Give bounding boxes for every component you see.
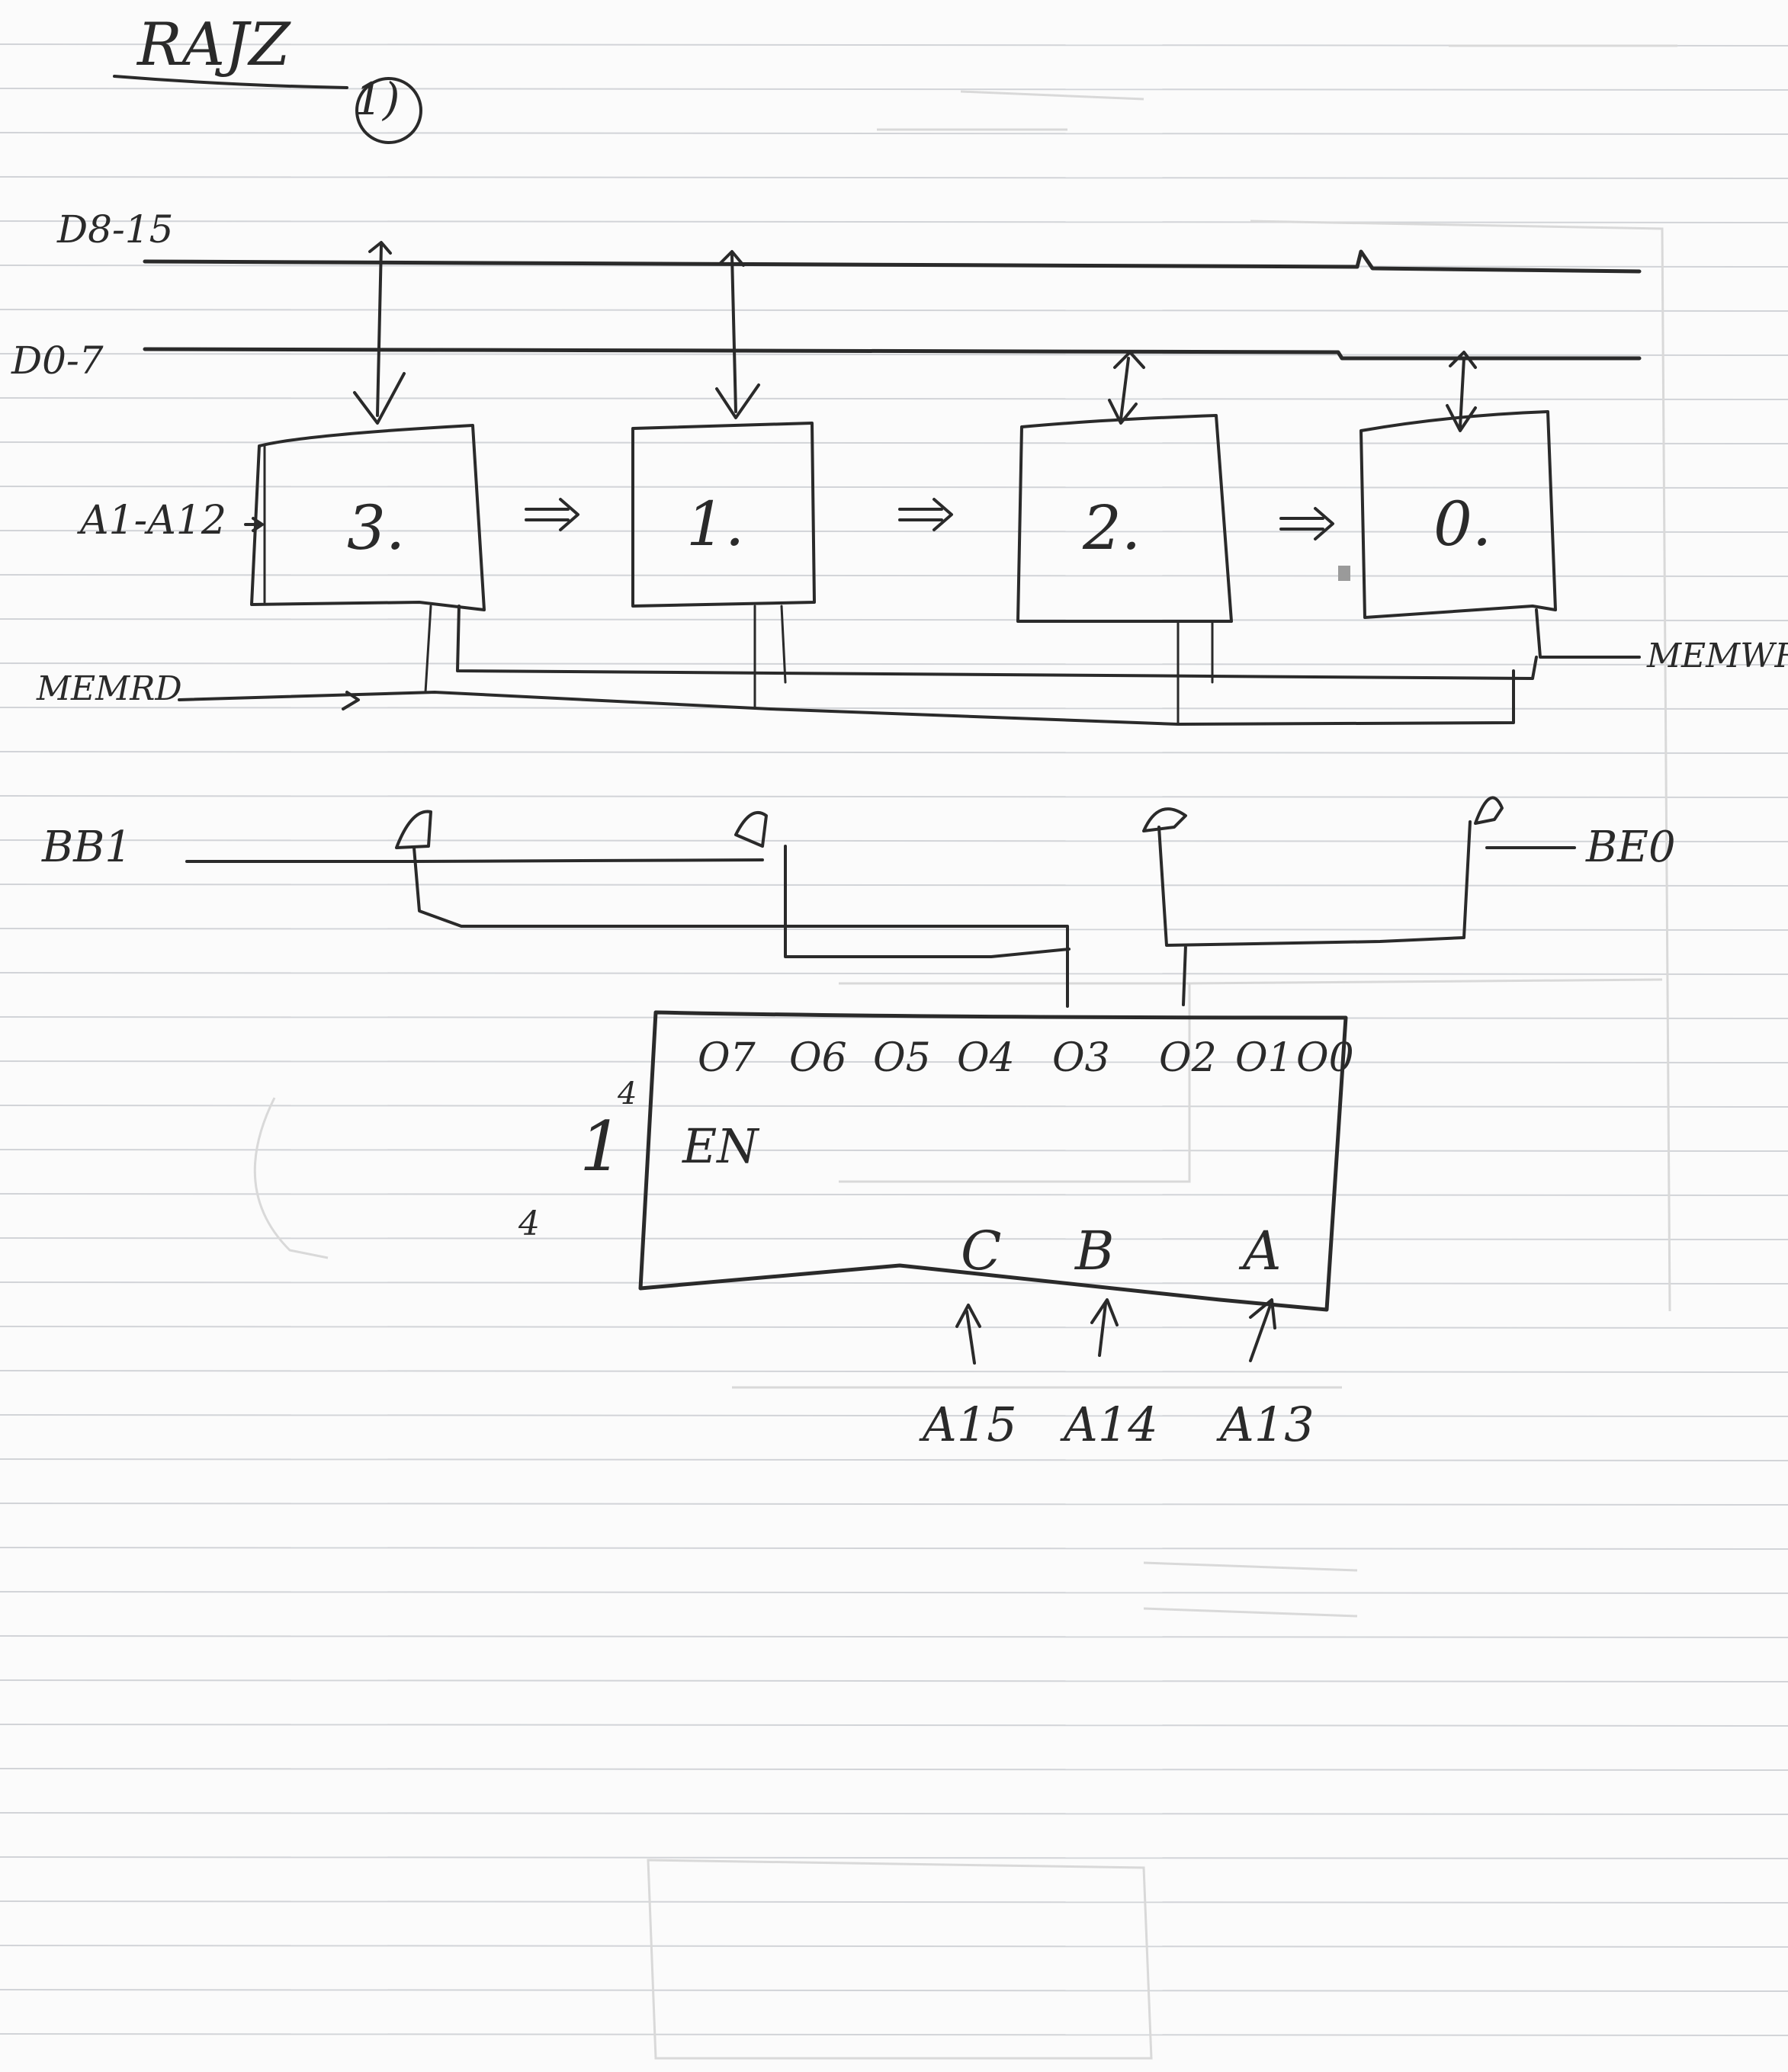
ruled-line (0, 530, 1788, 533)
memory-chip-1 (631, 422, 816, 608)
decoder-input-a: A (1238, 1220, 1282, 1282)
ruled-line (0, 132, 1788, 135)
ruled-line (0, 751, 1788, 754)
ruled-line (0, 353, 1788, 356)
decoder-output-o4: O4 (957, 1035, 1015, 1081)
ruled-line (0, 1458, 1788, 1461)
ruled-line (0, 1724, 1788, 1727)
ruled-line (0, 795, 1788, 798)
decoder-output-o1: O1 (1235, 1035, 1293, 1081)
ruled-line (0, 1635, 1788, 1638)
ruled-line (0, 1370, 1788, 1373)
data-bus-low (143, 347, 1642, 361)
ruled-line (0, 1856, 1788, 1859)
address-lines: A15 A14 A13 (919, 1397, 1315, 1452)
ruled-line (0, 486, 1788, 489)
ruled-line (0, 972, 1788, 975)
decoder-output-o3: O3 (1052, 1035, 1110, 1081)
data-arrows (353, 241, 1477, 432)
ruled-line (0, 88, 1788, 91)
chip-label-1: 1. (686, 489, 744, 560)
ruled-line (0, 1679, 1788, 1682)
ruled-line (0, 176, 1788, 179)
ruled-line (0, 1414, 1788, 1417)
address-line-a14: A14 (1060, 1397, 1158, 1452)
chip-label-3: 3. (347, 492, 405, 563)
enable-gates (395, 796, 1504, 849)
decoder-input-c: C (961, 1220, 1002, 1282)
gate-wiring (412, 820, 1472, 1008)
memwr-label: MEMWR (1646, 637, 1788, 675)
ruled-line (0, 441, 1788, 444)
chip-label-2: 2. (1082, 492, 1141, 563)
ruled-line (0, 574, 1788, 577)
ruled-line (0, 1149, 1788, 1152)
ruled-line (0, 309, 1788, 312)
memwr-line (456, 605, 1641, 680)
decoder-block (638, 1010, 1348, 1312)
ruled-line (0, 1503, 1788, 1506)
address-line-a15: A15 (919, 1397, 1017, 1452)
decoder-enable-label: EN (682, 1118, 760, 1174)
ruled-line (0, 1547, 1788, 1550)
ruled-line (0, 1989, 1788, 1992)
memory-chip-0 (1359, 410, 1557, 619)
chip-label-0: 0. (1433, 489, 1491, 560)
bb1-label: BB1 (41, 823, 132, 872)
ruled-line (0, 220, 1788, 223)
memory-chip-3 (250, 424, 486, 611)
ruled-line (0, 707, 1788, 710)
ruled-line (0, 1281, 1788, 1285)
page-title: RAJZ (136, 11, 291, 79)
decoder-output-o6: O6 (789, 1035, 847, 1081)
ruled-line (0, 884, 1788, 887)
ruled-line (0, 662, 1788, 666)
ruled-line (0, 1768, 1788, 1771)
decoder-output-o5: O5 (873, 1035, 931, 1081)
ruled-line (0, 618, 1788, 621)
memrd-line (178, 669, 1515, 726)
ruled-line (0, 1237, 1788, 1240)
ruled-line (0, 839, 1788, 842)
ruled-line (0, 2033, 1788, 2036)
bleed-through (253, 44, 1677, 2060)
ruled-line (0, 1105, 1788, 1108)
ruled-line (0, 928, 1788, 931)
decoder-output-o7: O7 (698, 1035, 756, 1081)
data-bus-high-label: D8-15 (56, 207, 173, 252)
ruled-lines (0, 43, 1788, 2036)
decoder-enable-value: 1 (579, 1107, 623, 1187)
decoder-output-o2: O2 (1159, 1035, 1217, 1081)
cascade-arrows (525, 498, 1334, 540)
ruled-line (0, 1900, 1788, 1904)
ruled-line (0, 1945, 1788, 1948)
memory-chip-2 (1016, 414, 1233, 623)
memrd-label: MEMRD (36, 669, 182, 708)
be0-label: BE0 (1585, 823, 1676, 872)
address-line-a13: A13 (1216, 1397, 1315, 1452)
ruled-line (0, 1812, 1788, 1815)
ruled-line (0, 1591, 1788, 1594)
address-arrows (955, 1298, 1276, 1365)
ruled-line (0, 1193, 1788, 1196)
ruled-line (0, 1060, 1788, 1063)
data-bus-low-label: D0-7 (11, 338, 104, 383)
decoder-note-top: 4 (617, 1076, 637, 1111)
decoder-output-o0: O0 (1296, 1035, 1354, 1081)
ruled-line (0, 397, 1788, 400)
decoder-note-left: 4 (518, 1204, 540, 1243)
address-bus-label: A1-A12 (77, 498, 226, 544)
decoder-input-b: B (1074, 1220, 1114, 1282)
bb1-line (185, 858, 764, 863)
ruled-line (0, 1326, 1788, 1329)
data-bus-high (143, 249, 1642, 274)
